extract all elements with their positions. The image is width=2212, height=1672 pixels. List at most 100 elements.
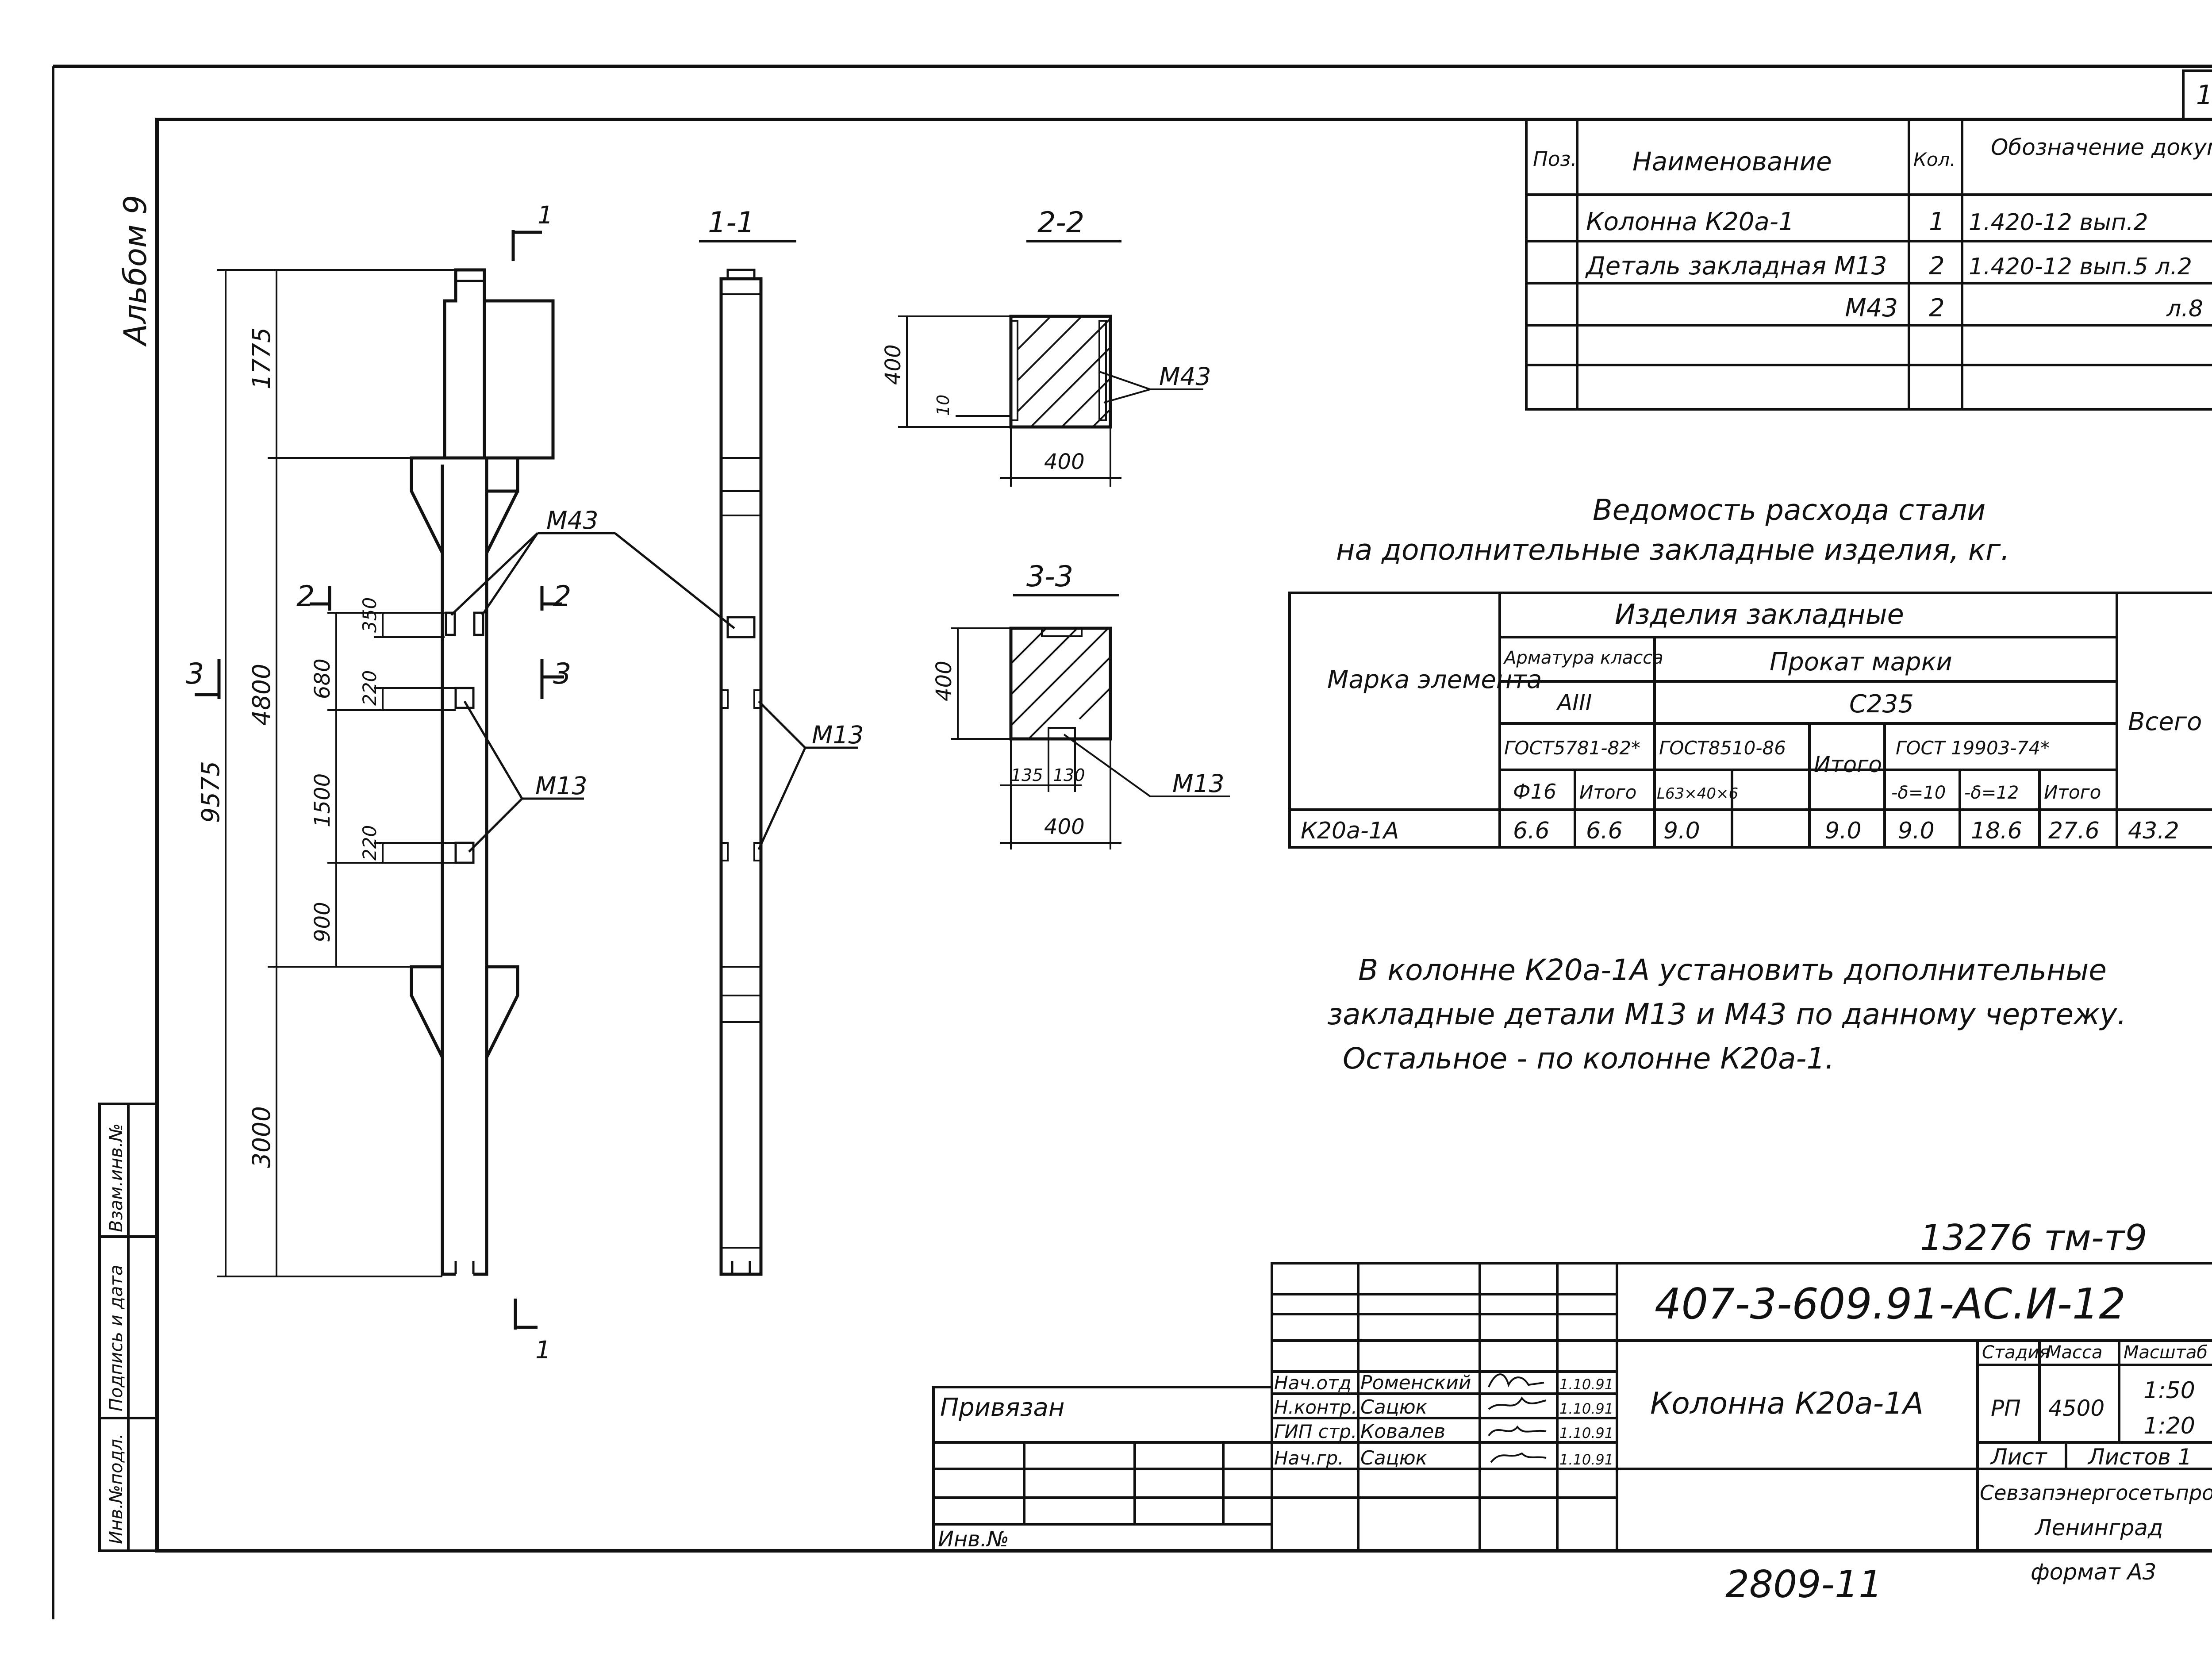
sign-row1-role: Нач.отд <box>1274 1372 1352 1394</box>
dim-3-3-a: 135 <box>1011 765 1043 785</box>
dim-220-lower: 220 <box>359 825 380 861</box>
elevation-leaders <box>450 532 735 853</box>
sheet-number: 17 <box>2196 80 2212 111</box>
steel-rolled-header: Прокат марки <box>1770 648 1952 676</box>
dim-3-3-height: 400 <box>932 661 956 701</box>
steel-armature-header: Арматура класса <box>1503 648 1663 668</box>
steel-row-mark: К20а-1А <box>1301 818 1399 844</box>
city: Ленинград <box>2034 1515 2163 1541</box>
steel-mark-header: Марка элемента <box>1327 665 1542 694</box>
sign-row2-date: 1.10.91 <box>1559 1400 1613 1417</box>
dim-2-2-width: 400 <box>1044 450 1085 474</box>
inv-label: Инв.№ <box>938 1527 1009 1552</box>
cut-3-left: 3 <box>186 657 204 691</box>
paper-format: формат А3 <box>2031 1559 2156 1585</box>
steel-rolled-grade: С235 <box>1849 690 1914 719</box>
dim-3000: 3000 <box>247 1106 276 1168</box>
scale-value-1: 1:50 <box>2143 1377 2195 1404</box>
spec-header-doc: Обозначение документа <box>1991 135 2212 160</box>
spec-row1-name: Колонна К20а-1 <box>1586 208 1794 236</box>
cut-2-right: 2 <box>553 580 571 613</box>
sign-row4-name: Сацюк <box>1360 1447 1428 1469</box>
stamp-podpis-data: Подпись и дата <box>106 1265 127 1411</box>
label-m13-section: М13 <box>1172 769 1224 798</box>
signatures <box>1488 1373 1547 1463</box>
sheet-label: Лист <box>1990 1444 2048 1470</box>
steel-row-itogo1: 6.6 <box>1586 818 1623 844</box>
scale-header: Масштаб <box>2124 1342 2208 1363</box>
steel-row-itogo3: 27.6 <box>2048 818 2100 844</box>
spec-row2-name: Деталь закладная М13 <box>1585 252 1887 281</box>
steel-sub-phi16: Ф16 <box>1513 780 1556 803</box>
dim-350: 350 <box>359 597 380 633</box>
note-line3: Остальное - по колонне К20а-1. <box>1343 1042 1834 1076</box>
side-view-1-1 <box>719 269 763 1276</box>
steel-title-line1: Ведомость расхода стали <box>1593 494 1985 527</box>
cut-2-left: 2 <box>296 580 315 613</box>
dim-2-2-thickness: 10 <box>933 395 953 416</box>
steel-title-line2: на дополнительные закладные изделия, кг. <box>1336 534 2010 567</box>
spec-row1-doc: 1.420-12 вып.2 <box>1969 209 2148 236</box>
left-stamp <box>98 1103 158 1552</box>
steel-total-header: Всего <box>2128 707 2202 736</box>
label-m43-section: М43 <box>1159 362 1211 391</box>
dim-2-2-height: 400 <box>881 344 906 385</box>
inventory-footer: 2809-11 <box>1725 1563 1882 1607</box>
steel-table <box>1288 592 2212 849</box>
sign-row2-role: Н.контр. <box>1274 1396 1357 1418</box>
spec-row3-name: М43 <box>1845 294 1898 323</box>
sign-row1-name: Роменский <box>1360 1372 1471 1394</box>
sign-row3-date: 1.10.91 <box>1559 1425 1613 1441</box>
spec-header-pos: Поз. <box>1533 147 1577 171</box>
section-2-2 <box>898 315 1203 487</box>
title-block <box>932 1262 2212 1552</box>
steel-itogo-rolled-header: Итого <box>1814 752 1882 777</box>
label-m43-elevation: М43 <box>546 506 598 534</box>
elevation-dimensions <box>217 269 456 1277</box>
cut-1-top: 1 <box>538 201 553 229</box>
note-line1: В колонне К20а-1А установить дополнитель… <box>1358 953 2107 987</box>
cut-1-bottom: 1 <box>535 1336 551 1364</box>
label-m13-side: М13 <box>812 721 864 749</box>
handwritten-code: 13276 тм-т9 <box>1920 1217 2147 1258</box>
sign-row4-role: Нач.гр. <box>1274 1447 1344 1469</box>
steel-row-total: 43.2 <box>2128 818 2179 844</box>
organization: Севзапэнергосетьпроект <box>1980 1481 2212 1505</box>
dim-900: 900 <box>310 902 335 942</box>
doc-code: 407-3-609.91-АС.И-12 <box>1655 1280 2126 1329</box>
steel-row-phi16: 6.6 <box>1513 818 1550 844</box>
steel-sub-itogo3: Итого <box>2044 781 2101 803</box>
sign-row3-name: Ковалев <box>1360 1420 1445 1443</box>
column-outline <box>410 268 519 1276</box>
steel-sub-itogo1: Итого <box>1579 781 1636 803</box>
side-view-leaders <box>757 700 858 850</box>
steel-mark-header-text: Марка элемента <box>1327 665 1542 694</box>
view-label-1-1: 1-1 <box>708 206 755 239</box>
dim-1500: 1500 <box>310 773 335 827</box>
privyazan-label: Привязан <box>940 1393 1064 1422</box>
spec-row3-doc: л.8 <box>2166 296 2203 322</box>
steel-sub-l63: L63×40×6 <box>1657 785 1738 803</box>
section-3-3 <box>951 627 1230 849</box>
mass-value: 4500 <box>2048 1395 2104 1421</box>
stamp-vzam-inv: Взам.инв.№ <box>106 1123 127 1232</box>
sheets-count: Листов 1 <box>2087 1444 2192 1470</box>
scale-value-2: 1:20 <box>2143 1413 2195 1439</box>
stage-value: РП <box>1991 1395 2021 1421</box>
label-m13-elevation: М13 <box>535 772 587 800</box>
album-label: Альбом 9 <box>117 195 154 347</box>
spec-header-name: Наименование <box>1632 146 1832 177</box>
sign-row2-name: Сацюк <box>1360 1396 1428 1418</box>
dim-680: 680 <box>310 658 335 699</box>
steel-row-t10: 9.0 <box>1898 818 1935 844</box>
dim-4800: 4800 <box>247 664 276 726</box>
view-label-3-3: 3-3 <box>1026 560 1073 593</box>
spec-table <box>1525 118 2212 411</box>
dim-220-upper: 220 <box>359 670 380 706</box>
stage-header: Стадия <box>1982 1342 2050 1363</box>
steel-gost-c: ГОСТ 19903-74* <box>1896 737 2050 759</box>
section-cut-marks <box>195 230 564 1330</box>
stamp-inv-podl: Инв.№подл. <box>106 1433 127 1544</box>
steel-row-l63: 9.0 <box>1663 818 1700 844</box>
